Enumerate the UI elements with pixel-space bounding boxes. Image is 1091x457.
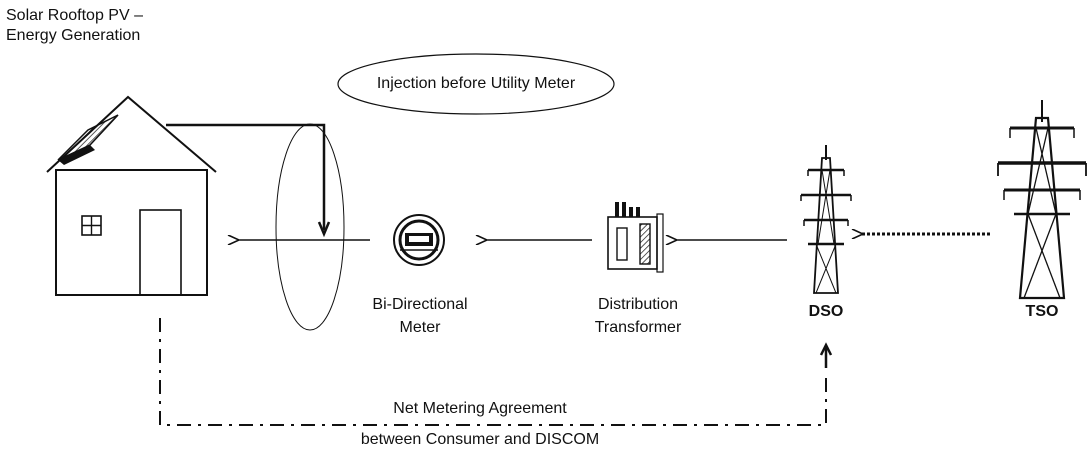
house-icon (46, 95, 217, 296)
window-icon (81, 215, 102, 236)
solar-panel-icon (57, 114, 119, 165)
agreement-path (159, 318, 833, 426)
title-line-1: Solar Rooftop PV – (6, 7, 143, 24)
injection-boundary-ellipse (275, 123, 345, 331)
dso-label: DSO (808, 303, 844, 320)
callout-label: Injection before Utility Meter (376, 75, 576, 92)
agreement-label-line-1: Net Metering Agreement (393, 400, 567, 417)
pv-injection-line (166, 123, 331, 238)
dso-tower-icon (800, 145, 852, 294)
title-line-2: Energy Generation (6, 27, 141, 44)
door-icon (139, 209, 182, 296)
meter-label-line-2: Meter (399, 319, 441, 336)
agreement-label-line-2: between Consumer and DISCOM (360, 431, 600, 448)
tso-tower-icon (997, 100, 1087, 300)
tso-label: TSO (1025, 303, 1059, 320)
transformer-label-line-1: Distribution (597, 296, 679, 313)
meter-icon (393, 214, 445, 266)
transformer-icon (607, 202, 664, 273)
callout-ellipse (337, 53, 615, 115)
meter-label-line-1: Bi-Directional (372, 296, 468, 313)
transformer-label-line-2: Transformer (594, 319, 682, 336)
